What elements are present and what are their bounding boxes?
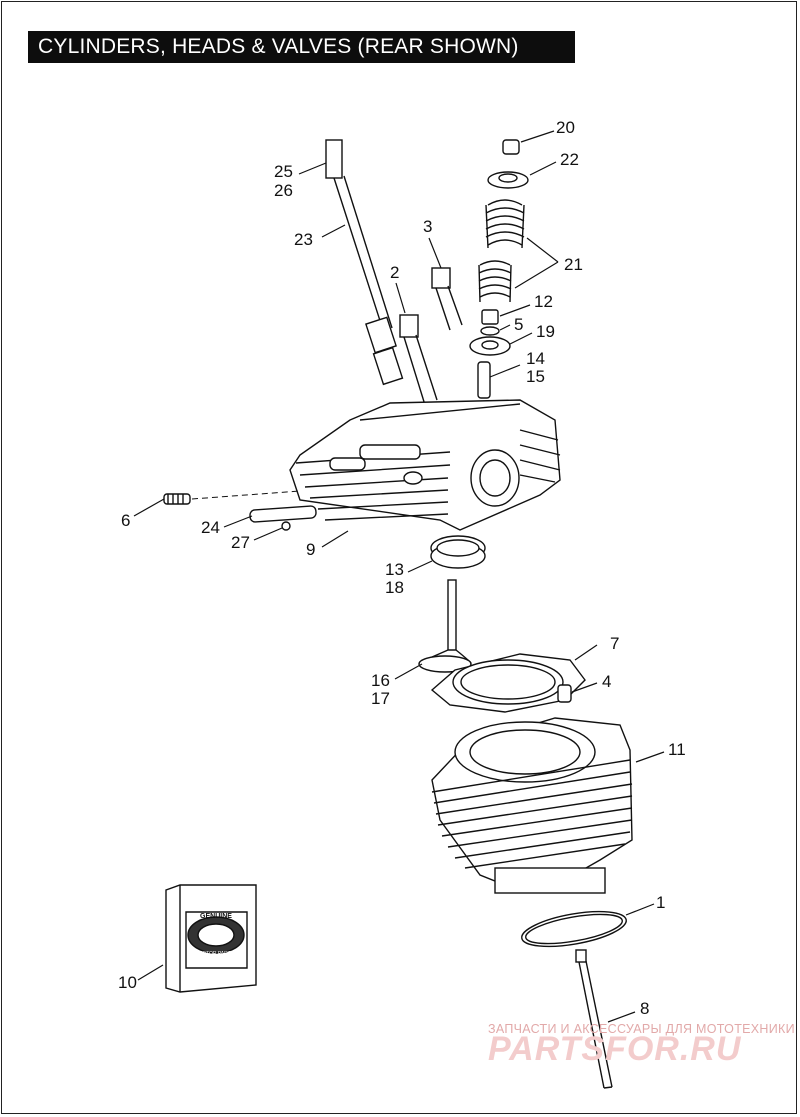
part-decal-24 [249,505,317,523]
part-valve-16 [418,579,472,673]
callout-9: 9 [306,540,315,559]
part-pushrod-tube [325,139,404,386]
part-cylinder-11 [431,717,633,894]
callout-17: 17 [371,689,390,708]
callout-22: 22 [560,150,579,169]
callout-23: 23 [294,230,313,249]
callout-21: 21 [564,255,583,274]
callout-8: 8 [640,999,649,1018]
watermark-logo: PARTSFOR.RU [488,1030,742,1068]
callout-12: 12 [534,292,553,311]
callout-16: 16 [371,671,390,690]
part-outer-spring-21 [485,199,525,249]
callout-19: 19 [536,322,555,341]
callout-2: 2 [390,263,399,282]
callout-15: 15 [526,367,545,386]
callout-20: 20 [556,118,575,137]
callout-24: 24 [201,518,220,537]
callout-3: 3 [423,217,432,236]
callout-14: 14 [526,349,545,368]
part-head-gasket-7 [430,653,586,713]
callout-7: 7 [610,634,619,653]
watermark-tagline: ЗАПЧАСТИ И АКСЕССУАРЫ ДЛЯ МОТОТЕХНИКИ [488,1022,795,1036]
part-spring-retainer-22 [487,171,529,189]
part-screw-27 [281,521,291,531]
part-stud-6 [163,493,191,505]
part-valve-keeper-20 [502,139,520,155]
page-title: CYLINDERS, HEADS & VALVES (REAR SHOWN) [28,31,575,63]
callout-26: 26 [274,181,293,200]
box-logo-motor-parts: MOTOR PARTS [198,951,235,957]
part-inner-spring-21 [478,260,512,303]
callout-4: 4 [602,672,611,691]
callout-27: 27 [231,533,250,552]
part-valve-guide-2 [399,314,438,406]
callout-18: 18 [385,578,404,597]
callout-10: 10 [118,973,137,992]
part-dowel-4 [557,684,572,703]
box-logo-genuine: GENUINE [200,913,232,920]
part-cylinder-stud-8 [575,949,613,1089]
part-valve-guide-3 [431,267,463,331]
callout-1: 1 [656,893,665,912]
part-valve-seat-13 [430,535,486,569]
callout-13: 13 [385,560,404,579]
part-washer-5 [480,326,500,336]
callout-25: 25 [274,162,293,181]
part-o-ring-1 [521,910,627,948]
part-cylinder-head-9 [289,399,561,531]
part-gasket-kit-10 [165,884,257,993]
callout-6: 6 [121,511,130,530]
part-valve-guide-14 [477,361,491,399]
leader-lines [133,130,665,1023]
callout-5: 5 [514,315,523,334]
part-spring-seat-19 [469,336,511,356]
callout-11: 11 [668,740,686,759]
part-valve-seal-12 [481,309,499,325]
